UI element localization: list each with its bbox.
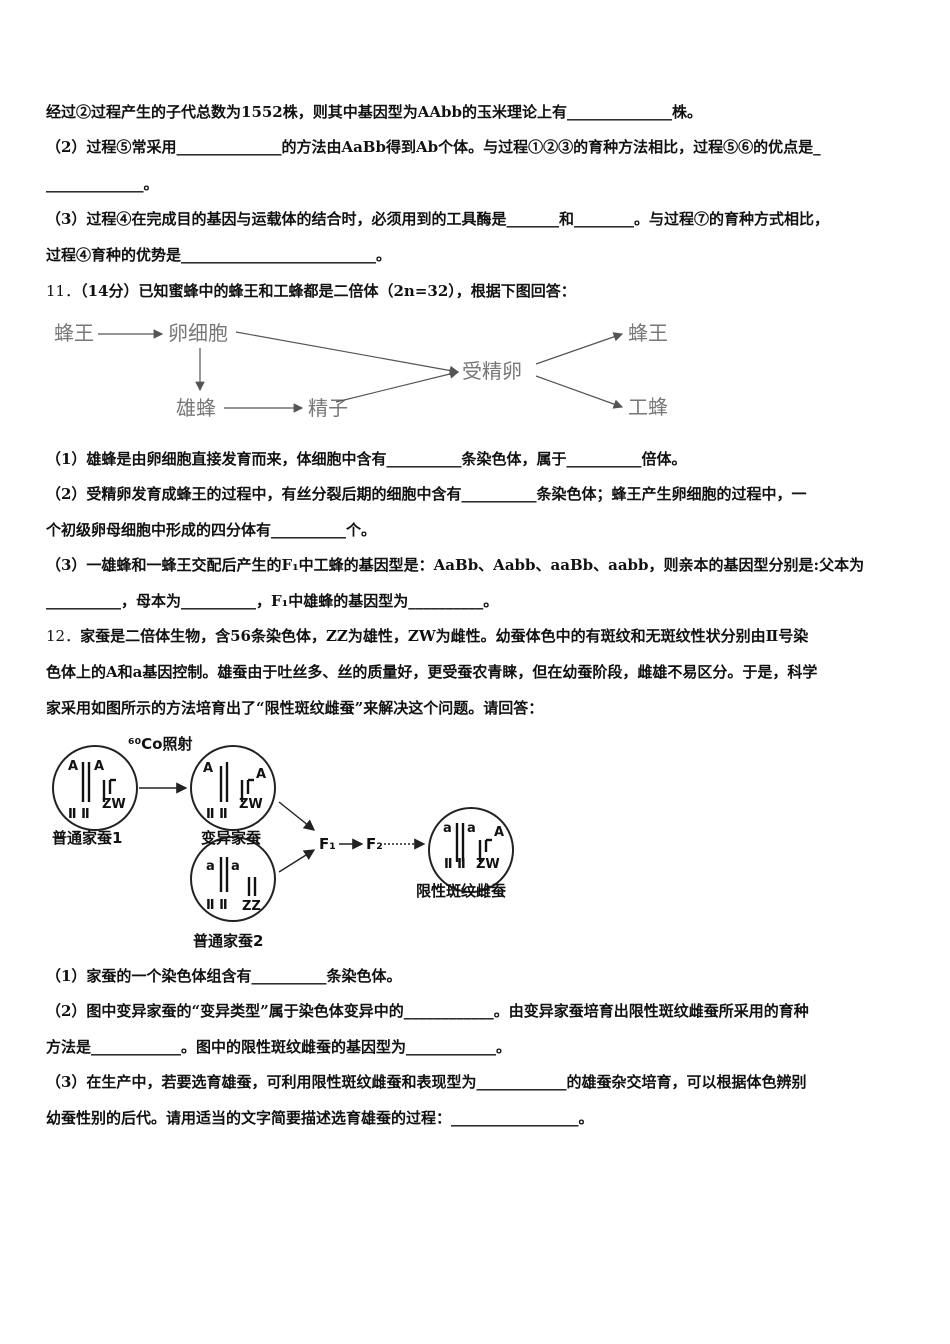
question-12-stem: 12．家蚕是二倍体生物，含56条染色体，ZZ为雄性，ZW为雌性。幼蚕体色中的有斑… <box>46 626 908 646</box>
radiation-label: ⁶⁰Co照射 <box>128 735 192 753</box>
zw-c1: ZW <box>102 797 126 812</box>
arrow-ordinary2-to-f1 <box>278 849 316 873</box>
text-line-q12-b: 色体上的A和a基因控制。雄蚕由于吐丝多、丝的质量好，更受蚕农青睐，但在幼蚕阶段，… <box>46 663 818 681</box>
ordinary-2-label: 普通家蚕2 <box>193 932 263 950</box>
roman-c1: Ⅱ Ⅱ <box>68 807 90 822</box>
text-line-q11-2a: （2）受精卵发育成蜂王的过程中，有丝分裂后期的细胞中含有__________条染… <box>46 485 807 503</box>
text-line-q12-2b: 方法是____________。图中的限性斑纹雌蚕的基因型为__________… <box>46 1038 512 1056</box>
text-line-q12-3a: （3）在生产中，若要选育雄蚕，可利用限性斑纹雌蚕和表现型为___________… <box>46 1073 807 1091</box>
zw-lim: ZW <box>476 857 500 872</box>
gene-label-lim-w: A <box>494 825 504 840</box>
bee-queen-label: 蜂王 <box>54 321 94 345</box>
cell-mutant <box>190 745 276 831</box>
arrow-zygote-to-worker <box>535 375 624 409</box>
gene-label-lim-right: a <box>467 821 476 836</box>
text-line-3: _____________。 <box>46 175 159 193</box>
text-line-4: （3）过程④在完成目的基因与运载体的结合时，必须用到的工具酶是_______和_… <box>46 210 829 228</box>
zw-mut: ZW <box>239 797 263 812</box>
roman-mut: Ⅱ Ⅱ <box>206 807 228 822</box>
bee-zygote-label: 受精卵 <box>462 359 522 383</box>
bee-drone-label: 雄蜂 <box>176 396 216 420</box>
silkworm-breeding-diagram: A A A A a a a a A Ⅱ Ⅱ ZW Ⅱ Ⅱ ZW Ⅱ Ⅱ ZZ Ⅱ… <box>52 735 514 950</box>
cell-ordinary-1 <box>52 745 138 831</box>
zz-c2: ZZ <box>242 899 261 914</box>
f1-label: F₁ <box>319 835 336 853</box>
text-line-q11-2b: 个初级卵母细胞中形成的四分体有__________个。 <box>46 521 377 539</box>
text-line-5: 过程④育种的优势是__________________________。 <box>46 246 392 264</box>
cell-ordinary-2 <box>190 836 276 922</box>
text-line-1: 经过②过程产生的子代总数为1552株，则其中基因型为AAbb的玉米理论上有___… <box>46 103 703 121</box>
text-line-q11-3b: __________，母本为__________，F₁中雄蜂的基因型为_____… <box>46 592 499 610</box>
text-line-q12-1: （1）家蚕的一个染色体组含有__________条染色体。 <box>46 967 402 985</box>
bee-egg-label: 卵细胞 <box>168 321 228 345</box>
question-11-stem: 11．（14分）已知蜜蜂中的蜂王和工蜂都是二倍体（2n=32），根据下图回答： <box>46 281 908 301</box>
limited-female-label: 限性斑纹雌蚕 <box>416 882 507 900</box>
text-line-q12-2a: （2）图中变异家蚕的“变异类型”属于染色体变异中的____________。由变… <box>46 1002 809 1020</box>
text-line-q12-3b: 幼蚕性别的后代。请用适当的文字简要描述选育雄蚕的过程：_____________… <box>46 1109 594 1127</box>
text-line-q12-c: 家采用如图所示的方法培育出了“限性斑纹雌蚕”来解决这个问题。请回答： <box>46 699 544 717</box>
gene-label-c1-left: A <box>68 759 78 774</box>
mutant-label: 变异家蚕 <box>201 829 262 847</box>
gene-label-mut-left: A <box>203 761 213 776</box>
roman-lim: Ⅱ Ⅱ <box>444 857 466 872</box>
text-line-2: （2）过程⑤常采用______________的方法由AaBb得到Ab个体。与过… <box>46 138 821 156</box>
arrow-mutant-to-f1 <box>278 801 316 831</box>
ordinary-1-label: 普通家蚕1 <box>52 829 122 847</box>
question-12-number: 12． <box>46 627 81 645</box>
text-line-q11-3a: （3）一雄蜂和一蜂王交配后产生的F₁中工蜂的基因型是：AaBb、Aabb、aaB… <box>46 556 865 574</box>
gene-label-lim-left: a <box>443 821 452 836</box>
gene-label-c2-right: a <box>231 859 240 874</box>
bee-worker-label: 工蜂 <box>628 395 668 419</box>
gene-label-c1-right: A <box>94 759 104 774</box>
arrow-egg-to-zygote <box>235 331 460 376</box>
text-line-q11-1: （1）雄蜂是由卵细胞直接发育而来，体细胞中含有__________条染色体，属于… <box>46 450 687 468</box>
f2-label: F₂ <box>366 835 383 853</box>
bee-queen-out-label: 蜂王 <box>628 321 668 345</box>
arrow-zygote-to-queen <box>535 332 624 365</box>
question-11-text: （14分）已知蜜蜂中的蜂王和工蜂都是二倍体（2n=32），根据下图回答： <box>80 282 576 300</box>
question-11-number: 11． <box>46 282 81 300</box>
question-12-text: 家蚕是二倍体生物，含56条染色体，ZZ为雄性，ZW为雌性。幼蚕体色中的有斑纹和无… <box>80 627 809 645</box>
arrow-sperm-to-zygote <box>335 369 460 403</box>
gene-label-c2-left: a <box>206 859 215 874</box>
bee-sperm-label: 精子 <box>308 396 348 420</box>
cell-limited-female <box>428 807 514 893</box>
bee-reproduction-diagram: 蜂王 卵细胞 雄蜂 精子 受精卵 蜂王 工蜂 <box>54 321 668 420</box>
roman-c2: Ⅱ Ⅱ <box>206 898 228 913</box>
chromosome-bars <box>81 762 492 896</box>
gene-label-mut-w: A <box>256 767 266 782</box>
